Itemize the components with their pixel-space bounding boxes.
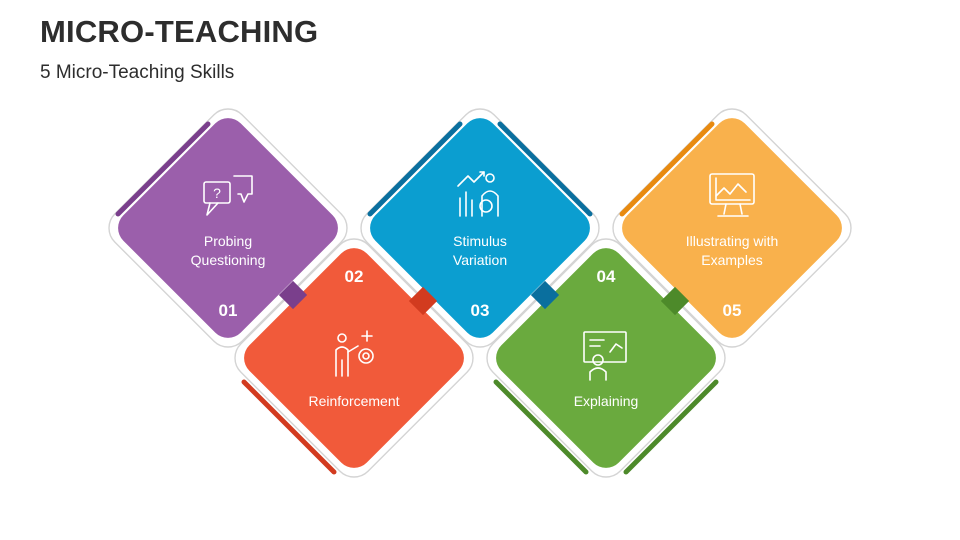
step-05-group: Illustrating with Examples 05 (612, 108, 852, 348)
step-03-accent-right (497, 121, 593, 217)
svg-text:?: ? (213, 185, 221, 201)
step-05-label-line2: Examples (701, 252, 762, 268)
step-05-accent (619, 121, 715, 217)
question-bubbles-icon: ? (203, 175, 253, 216)
step-01-label-line2: Questioning (191, 252, 266, 268)
step-05-number: 05 (723, 301, 742, 320)
step-04-accent-right (623, 379, 719, 475)
teacher-board-icon (583, 331, 627, 381)
step-05-diamond (622, 118, 842, 338)
page-subtitle: 5 Micro-Teaching Skills (40, 62, 235, 83)
step-05-label-line1: Illustrating with (686, 233, 779, 249)
step-01-number: 01 (219, 301, 238, 320)
step-04-number: 04 (597, 267, 616, 286)
step-04-accent (493, 379, 589, 475)
step-01-diamond (118, 118, 338, 338)
step-02-number: 02 (345, 267, 364, 286)
page-title: MICRO-TEACHING (40, 14, 319, 49)
step-03-diamond (370, 118, 590, 338)
step-01-label-line1: Probing (204, 233, 252, 249)
step-03-accent (367, 121, 463, 217)
presenter-gear-icon (335, 330, 374, 377)
connector-04-05 (660, 286, 690, 316)
connector-01-02 (278, 280, 308, 310)
step-04-label-line1: Explaining (574, 393, 639, 409)
connector-03-04 (530, 280, 560, 310)
step-01-accent (115, 121, 211, 217)
step-03-group: Stimulus Variation 03 (360, 108, 600, 348)
step-03-number: 03 (471, 301, 490, 320)
connector-02-03 (408, 286, 438, 316)
step-02-label-line1: Reinforcement (308, 393, 399, 409)
step-02-accent (241, 379, 337, 475)
step-03-label-line2: Variation (453, 252, 507, 268)
growth-chart-person-icon (457, 171, 499, 217)
monitor-chart-icon (709, 173, 755, 217)
step-03-label-line1: Stimulus (453, 233, 507, 249)
